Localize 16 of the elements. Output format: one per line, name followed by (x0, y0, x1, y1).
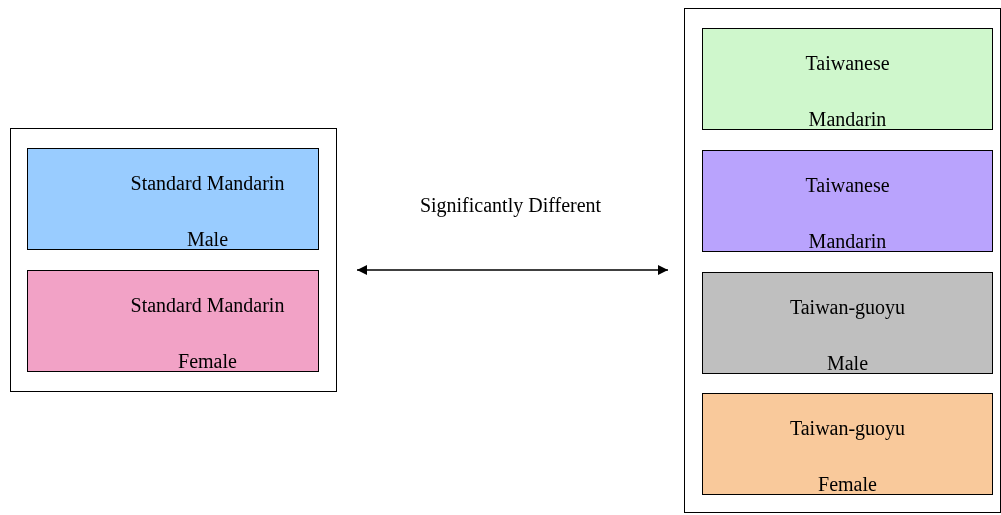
box-label: Taiwanese Mandarin (804, 172, 891, 254)
box-label: Taiwan-guoyu Male (788, 294, 907, 376)
category-box (701, 27, 993, 130)
box-label: Standard Mandarin Male (129, 170, 286, 252)
box-label: Taiwan-guoyu Female (788, 415, 907, 497)
category-box (701, 392, 993, 495)
group-frame (10, 128, 337, 392)
category-box (26, 147, 319, 250)
category-box (26, 269, 319, 372)
double-arrow (356, 265, 669, 275)
category-box (701, 271, 993, 374)
group-frame (684, 8, 1001, 513)
edge-label: Significantly Different (419, 194, 602, 217)
box-label: Standard Mandarin Female (129, 292, 286, 374)
box-label: Taiwanese Mandarin (804, 50, 891, 132)
category-box (701, 149, 993, 252)
